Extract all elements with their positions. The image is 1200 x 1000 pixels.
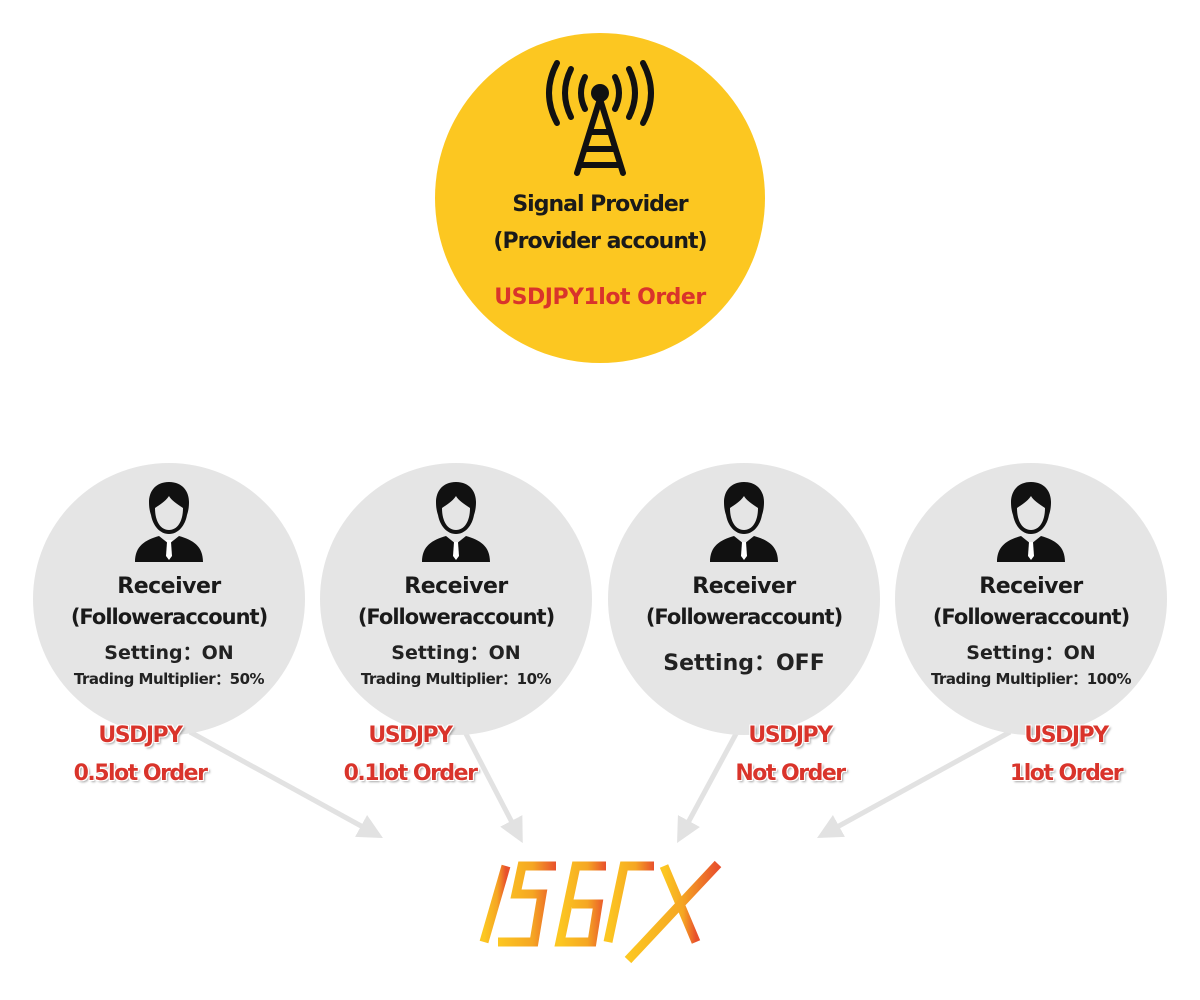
- provider-title: Signal Provider: [512, 192, 688, 217]
- antenna-tower-icon: [546, 60, 654, 176]
- receiver-setting-3: Setting：OFF: [663, 651, 825, 676]
- receiver-account-4: (Followeraccount): [932, 605, 1130, 629]
- provider-account: (Provider account): [493, 229, 707, 254]
- order-amount-2: 0.1lot Order: [343, 761, 478, 786]
- person-icon: [422, 482, 490, 562]
- receiver-account-2: (Followeraccount): [357, 605, 555, 629]
- order-label-4: USDJPY 1lot Order: [966, 717, 1166, 793]
- is6fx-logo: [479, 860, 722, 964]
- order-symbol-2: USDJPY: [368, 723, 453, 748]
- receiver-title-1: Receiver: [117, 574, 221, 599]
- order-amount-4: 1lot Order: [1009, 761, 1124, 786]
- receiver-title-4: Receiver: [979, 574, 1083, 599]
- receiver-multiplier-2: Trading Multiplier：10%: [360, 670, 552, 688]
- person-icon: [710, 482, 778, 562]
- provider-order: USDJPY1lot Order: [494, 285, 706, 310]
- order-symbol-4: USDJPY: [1024, 723, 1109, 748]
- receiver-account-3: (Followeraccount): [645, 605, 843, 629]
- arrow-receiver-4: [817, 729, 1012, 839]
- arrow-receiver-2: [462, 730, 523, 844]
- order-amount-1: 0.5lot Order: [73, 761, 208, 786]
- person-icon: [997, 482, 1065, 562]
- order-label-3: USDJPY Not Order: [690, 717, 890, 793]
- receiver-account-1: (Followeraccount): [70, 605, 268, 629]
- receiver-multiplier-4: Trading Multiplier：100%: [930, 670, 1132, 688]
- order-symbol-3: USDJPY: [748, 723, 833, 748]
- receiver-multiplier-1: Trading Multiplier：50%: [73, 670, 265, 688]
- receiver-title-2: Receiver: [404, 574, 508, 599]
- order-label-1: USDJPY 0.5lot Order: [40, 717, 240, 793]
- order-amount-3: Not Order: [735, 761, 846, 786]
- person-icon: [135, 482, 203, 562]
- receiver-title-3: Receiver: [692, 574, 796, 599]
- order-label-2: USDJPY 0.1lot Order: [310, 717, 510, 793]
- arrow-receiver-1: [188, 729, 383, 839]
- receiver-setting-4: Setting：ON: [966, 642, 1096, 664]
- receiver-setting-1: Setting：ON: [104, 642, 234, 664]
- arrow-receiver-3: [677, 730, 740, 843]
- order-symbol-1: USDJPY: [98, 723, 183, 748]
- receiver-setting-2: Setting：ON: [391, 642, 521, 664]
